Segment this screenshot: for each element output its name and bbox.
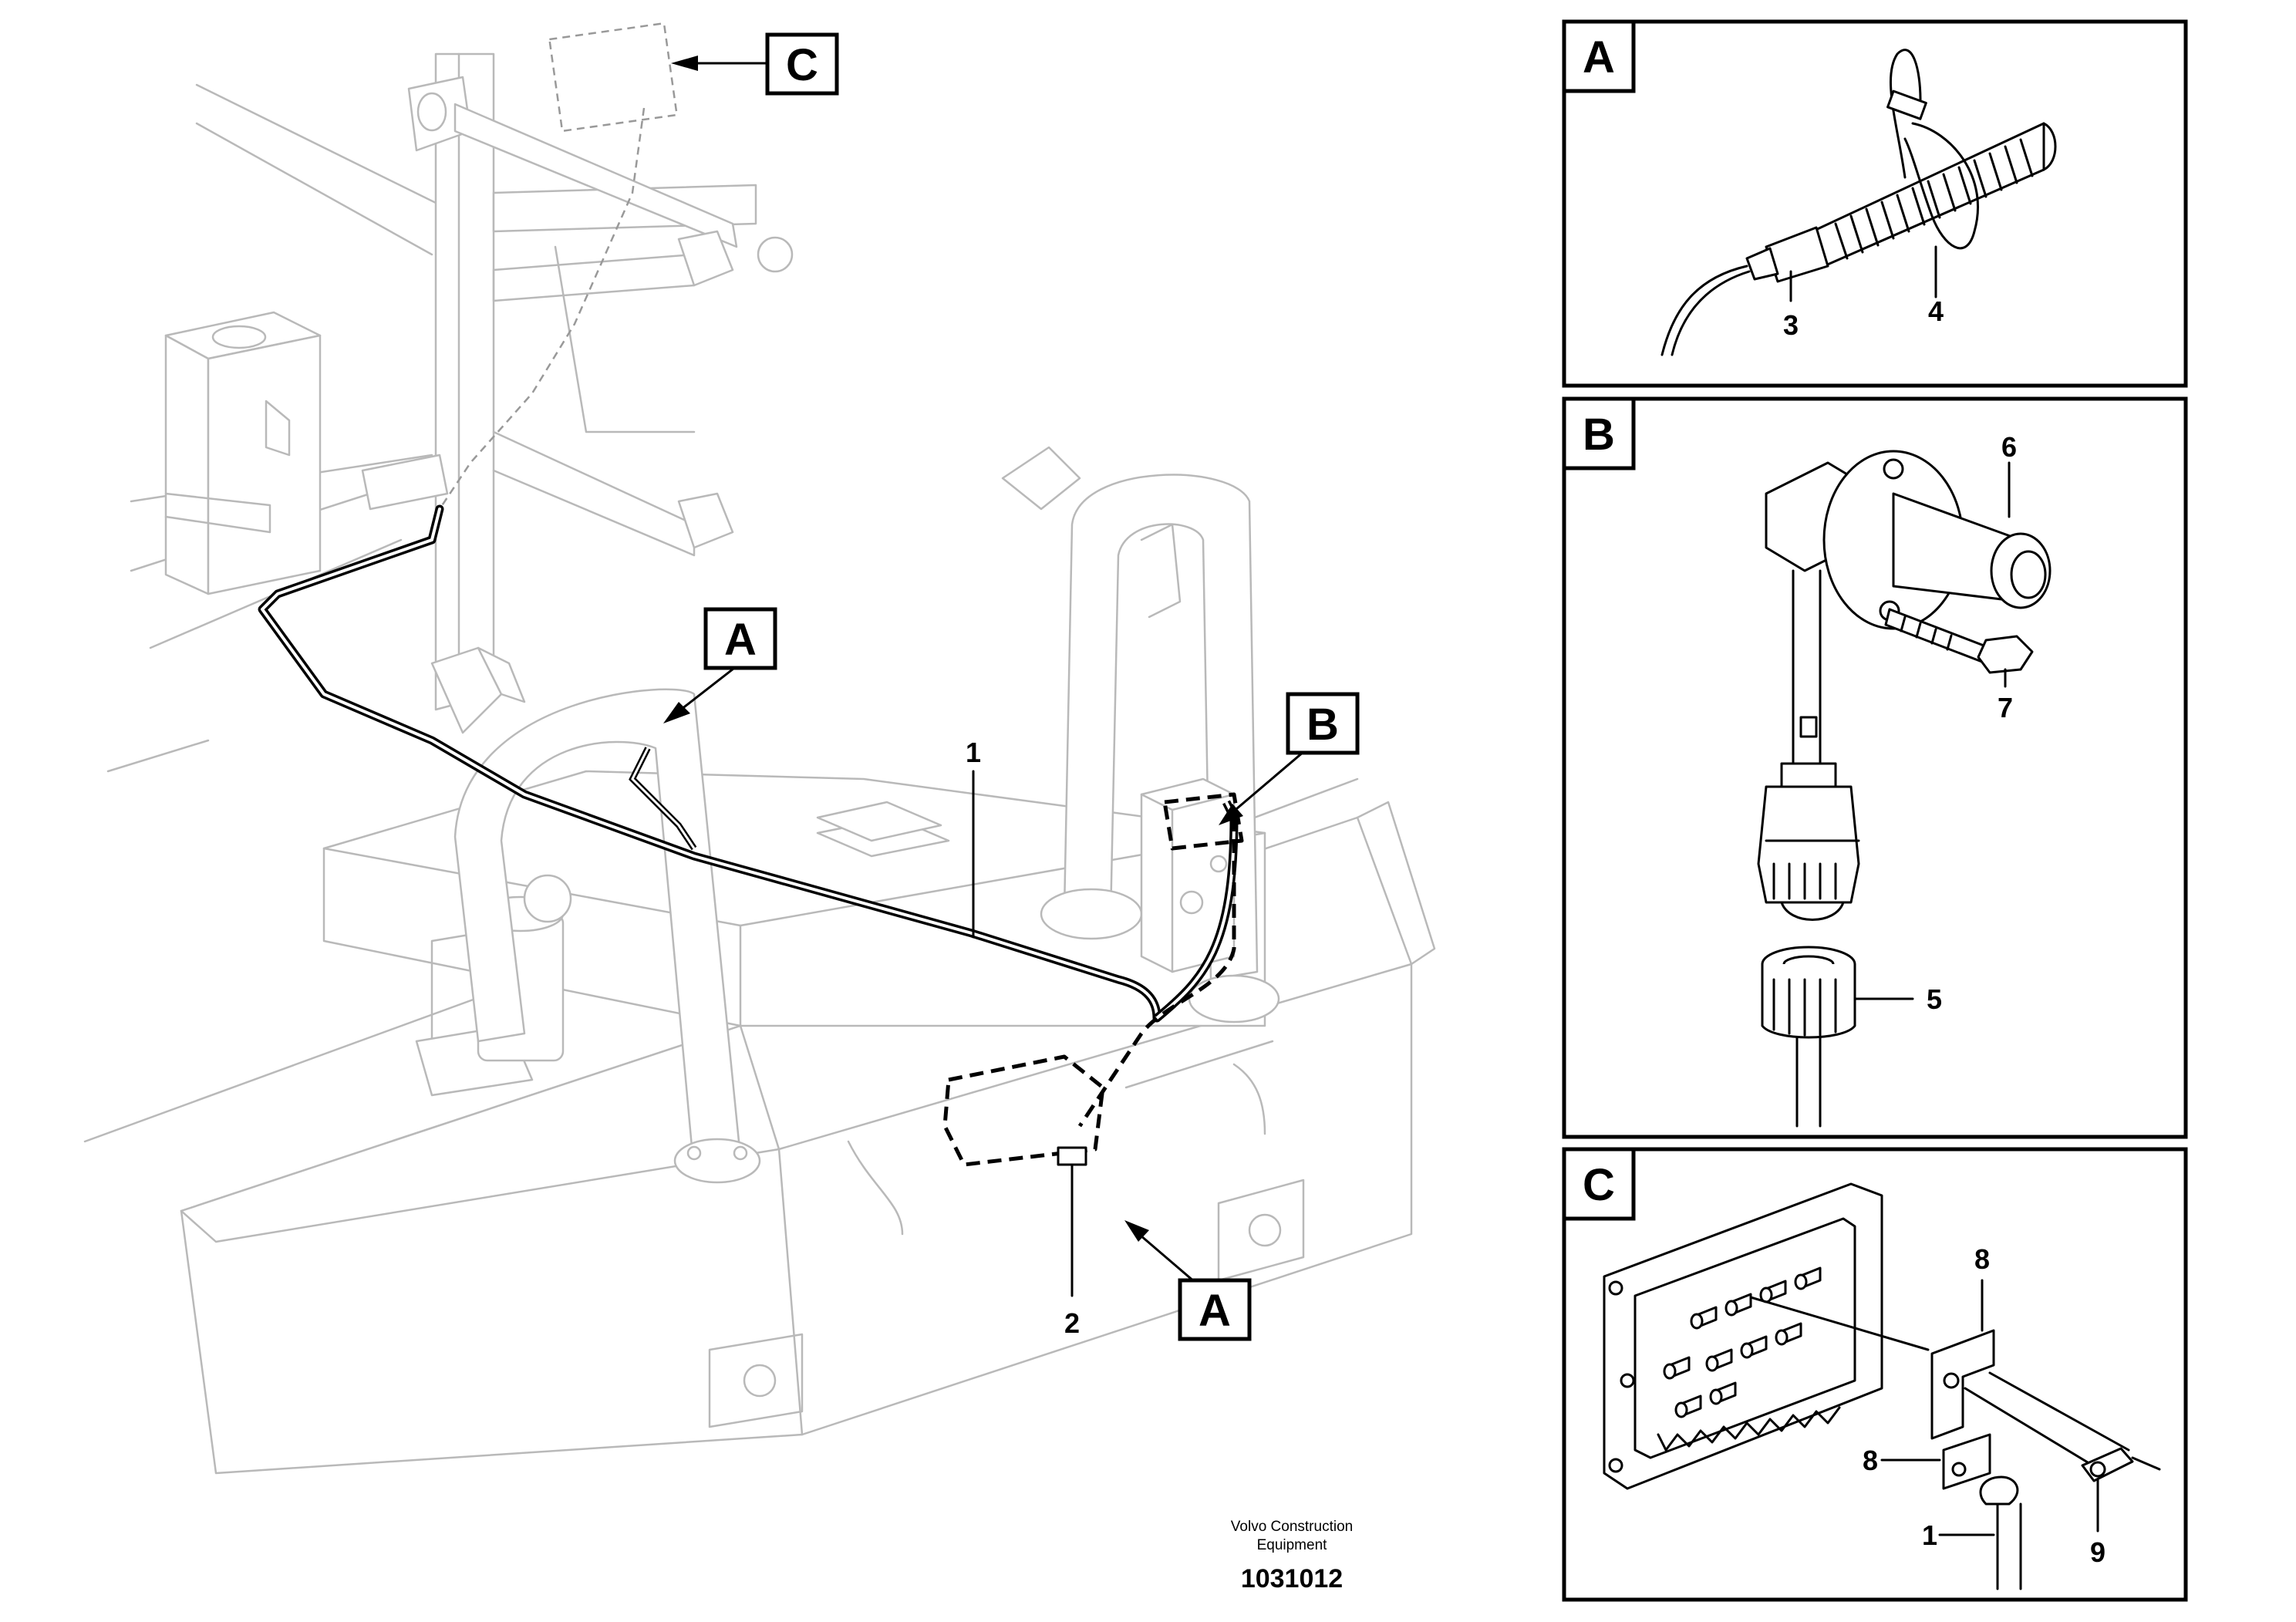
callout-bracket-lower: 8 bbox=[1863, 1445, 1878, 1476]
mounting-screw bbox=[1884, 608, 2034, 674]
detail-a-letter: A bbox=[1583, 32, 1615, 83]
tag-a-mid-arrow bbox=[663, 702, 690, 723]
detail-a-tag bbox=[1562, 19, 1636, 93]
connector-pins bbox=[1663, 1266, 1822, 1418]
tag-a-low-box bbox=[1178, 1278, 1252, 1341]
detail-b-panel: B bbox=[1562, 396, 2188, 1139]
callout-nut: 5 bbox=[1927, 983, 1942, 1015]
sensor-flange bbox=[1765, 450, 2052, 630]
callout-sensor: 2 bbox=[1064, 1307, 1080, 1339]
sensor-cable-b bbox=[1757, 569, 1860, 921]
callout-sensor-tip: 3 bbox=[1783, 309, 1799, 341]
callout-sensor-body: 6 bbox=[2001, 431, 2017, 463]
upper-mast bbox=[361, 52, 794, 711]
hidden-cable-to-c bbox=[438, 107, 646, 510]
detail-b-frame bbox=[1562, 396, 2188, 1139]
tag-b-leader bbox=[1225, 750, 1305, 819]
sensor-nut bbox=[1761, 946, 1856, 1128]
drawing-number: 1031012 bbox=[1241, 1564, 1343, 1593]
callout-connector: 9 bbox=[2090, 1536, 2106, 1568]
hidden-valve-outline bbox=[1162, 792, 1244, 851]
footer-line1: Volvo Construction bbox=[1231, 1519, 1353, 1535]
tag-b-arrow bbox=[1219, 804, 1243, 825]
tag-b-letter: B bbox=[1306, 700, 1339, 750]
hidden-sensor-outline bbox=[942, 1054, 1105, 1167]
footer-line2: Equipment bbox=[1257, 1537, 1328, 1553]
tag-c-box bbox=[765, 32, 839, 96]
detail-c-frame bbox=[1562, 1147, 2188, 1602]
multi-pin-connector bbox=[1603, 1182, 1883, 1490]
tag-a-low-arrow bbox=[1124, 1220, 1149, 1242]
hidden-cable-to-sensor bbox=[1077, 818, 1236, 1128]
tag-a-mid-box bbox=[703, 607, 777, 670]
callout-screw: 7 bbox=[1998, 692, 2013, 723]
left-u-bracket bbox=[430, 646, 761, 1184]
callout-bracket-upper: 8 bbox=[1974, 1243, 1990, 1275]
detail-c-tag bbox=[1562, 1147, 1636, 1221]
tag-b-box bbox=[1286, 692, 1360, 755]
tag-c-arrow bbox=[671, 56, 698, 71]
cable-tie bbox=[1886, 49, 1979, 250]
callout-cable-c: 1 bbox=[1922, 1519, 1937, 1551]
sensor-mark bbox=[1057, 1146, 1087, 1166]
detail-b-tag bbox=[1562, 396, 1636, 470]
tag-c-letter: C bbox=[786, 40, 818, 90]
corrugated-conduit bbox=[1811, 122, 2057, 268]
detail-c-panel: C bbox=[1562, 1147, 2188, 1602]
callout-cable: 1 bbox=[966, 737, 981, 768]
left-pillar-box bbox=[164, 311, 322, 595]
bracket-assembly bbox=[1749, 1296, 2161, 1590]
main-assembly-view: 1 2 C A B A Volvo Construction Equipment… bbox=[83, 22, 1436, 1593]
detail-a-frame bbox=[1562, 19, 2188, 388]
detail-a-panel: A 3 4 bbox=[1562, 19, 2188, 388]
sensor-tip bbox=[1660, 226, 1829, 356]
deck-plate bbox=[816, 801, 942, 842]
callout-cable-tie: 4 bbox=[1928, 295, 1944, 327]
hidden-connector-c bbox=[548, 22, 679, 133]
detail-c-letter: C bbox=[1583, 1160, 1615, 1210]
detail-b-letter: B bbox=[1583, 410, 1615, 460]
tag-a-mid-letter: A bbox=[724, 615, 757, 665]
tag-a-low-letter: A bbox=[1199, 1286, 1231, 1336]
